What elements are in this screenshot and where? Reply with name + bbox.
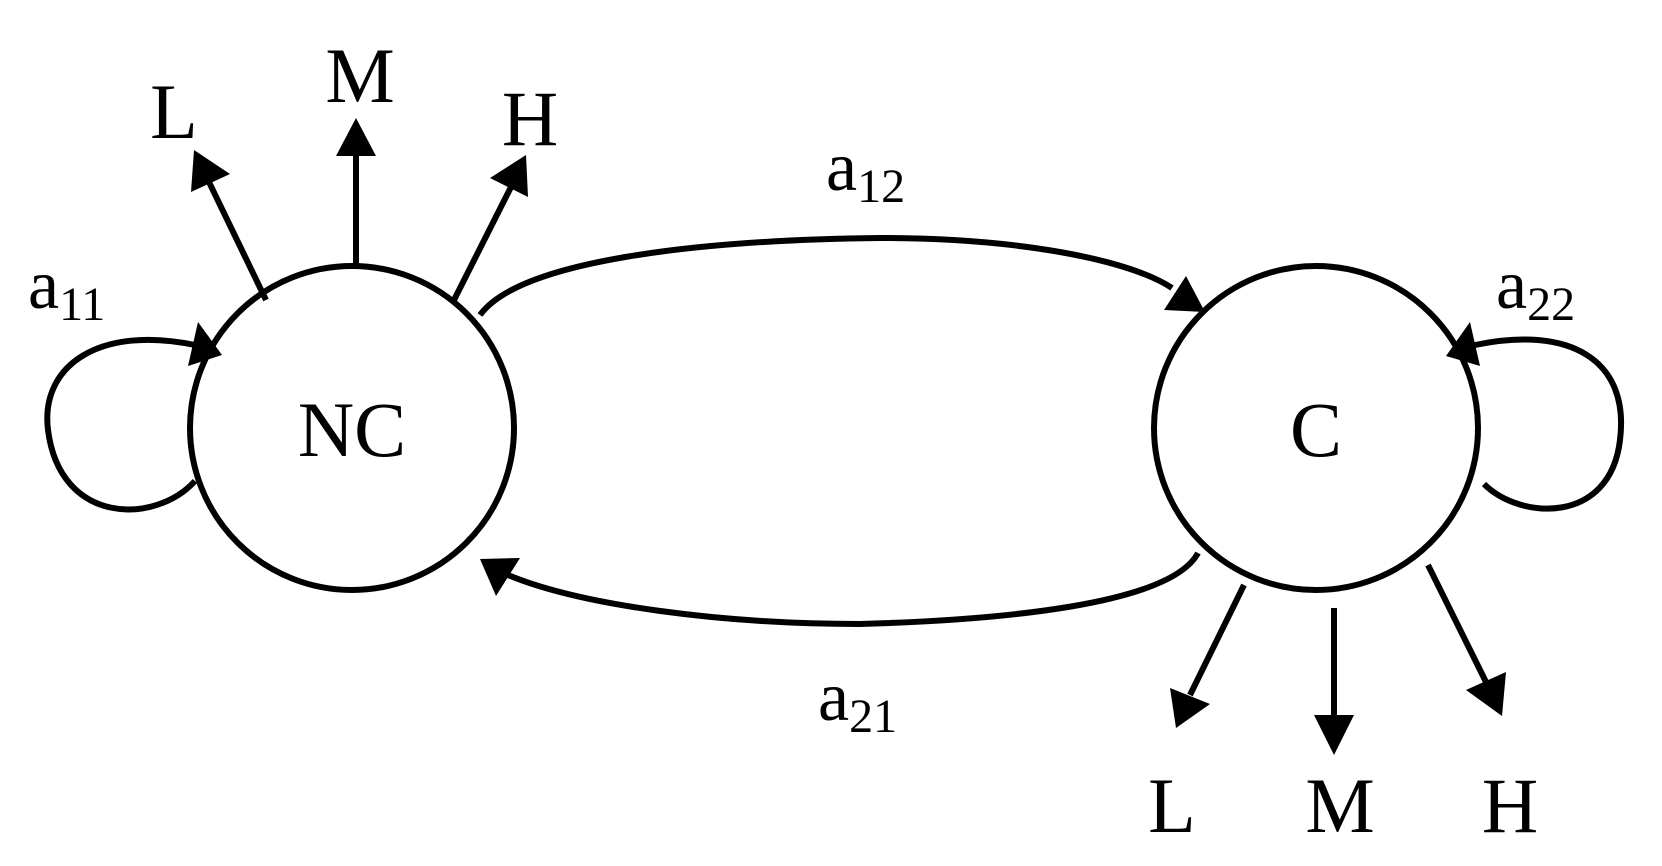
self-loop-a11-arc xyxy=(44,336,198,513)
emission-c-m-arrowhead xyxy=(1314,715,1354,755)
emission-c-h-arrowhead xyxy=(1466,672,1506,716)
transition-a12: a12 xyxy=(477,129,1205,317)
emission-nc-l-arrowhead xyxy=(191,150,230,192)
state-c-label: C xyxy=(1290,386,1342,473)
label-a12: a12 xyxy=(826,129,905,213)
emission-c-m-label: M xyxy=(1305,762,1374,849)
label-a11-subscript: 11 xyxy=(59,278,105,331)
emission-nc-m-label: M xyxy=(325,32,394,119)
edge-a21-curve xyxy=(506,551,1201,627)
self-loop-a11-arrowhead xyxy=(188,322,222,366)
emission-nc-h-arrowhead xyxy=(490,155,528,197)
emission-c-h-line xyxy=(1425,563,1489,684)
emission-nc-l-line xyxy=(205,178,269,302)
emission-c-l-arrowhead xyxy=(1170,688,1210,728)
label-a22: a22 xyxy=(1496,247,1575,331)
label-a12-symbol: a xyxy=(826,129,857,206)
emissions-c: L M H xyxy=(1148,563,1538,849)
state-nc: NC xyxy=(187,263,517,593)
emission-nc-h-line xyxy=(451,183,515,302)
emission-c-l-label: L xyxy=(1148,762,1196,849)
transition-a11: a11 xyxy=(28,247,222,513)
label-a21-subscript: 21 xyxy=(849,690,897,743)
label-a21: a21 xyxy=(818,659,897,743)
emissions-nc: L M H xyxy=(150,32,558,302)
self-loop-a22-arc xyxy=(1474,336,1625,512)
self-loop-a22-arrowhead xyxy=(1446,322,1480,366)
edge-a21-arrowhead xyxy=(480,558,520,596)
label-a22-symbol: a xyxy=(1496,247,1527,324)
label-a11: a11 xyxy=(28,247,105,331)
emission-nc-l-label: L xyxy=(150,68,198,155)
label-a22-subscript: 22 xyxy=(1527,278,1575,331)
emission-nc-h-label: H xyxy=(502,75,558,162)
edge-a12-curve xyxy=(477,235,1174,317)
emission-nc-m-arrowhead xyxy=(336,118,376,156)
edge-a12-arrowhead xyxy=(1164,276,1205,312)
state-c: C xyxy=(1151,263,1481,593)
label-a21-symbol: a xyxy=(818,659,849,736)
emission-c-h-label: H xyxy=(1482,762,1538,849)
transition-a22: a22 xyxy=(1446,247,1625,512)
label-a12-subscript: 12 xyxy=(857,160,905,213)
state-nc-circle xyxy=(187,263,517,593)
state-nc-label: NC xyxy=(298,386,406,473)
emission-c-l-line xyxy=(1187,583,1247,697)
label-a11-symbol: a xyxy=(28,247,59,324)
state-c-circle xyxy=(1151,263,1481,593)
transition-a21: a21 xyxy=(480,551,1201,743)
